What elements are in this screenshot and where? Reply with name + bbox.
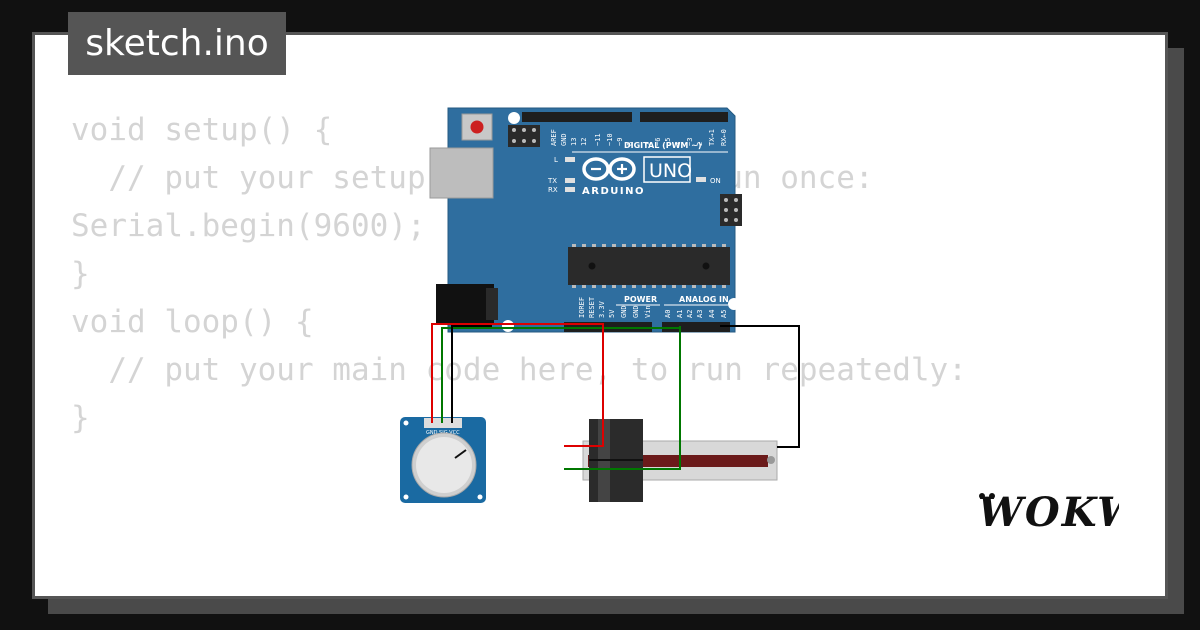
svg-text:~6: ~6 — [654, 138, 662, 146]
svg-text:GND: GND — [620, 305, 628, 318]
wire-5v-slider — [564, 326, 604, 447]
analog-header — [662, 322, 730, 332]
svg-text:A4: A4 — [708, 310, 716, 318]
svg-text:RX: RX — [548, 186, 558, 194]
mounting-hole — [508, 112, 520, 124]
digital-header-right — [640, 112, 728, 122]
svg-text:AREF: AREF — [550, 129, 558, 146]
svg-text:~3: ~3 — [686, 138, 694, 146]
svg-text:4: 4 — [674, 142, 682, 146]
svg-text:7: 7 — [644, 142, 652, 146]
svg-text:12: 12 — [580, 138, 588, 146]
arduino-uno-board[interactable]: AREF GND 13 12 ~11 ~10 ~9 8 7 ~6 ~5 4 ~3… — [429, 107, 742, 333]
wire-gnd-slider — [720, 325, 800, 448]
svg-text:WOKWi: WOKWi — [978, 489, 1119, 536]
analog-section-label: ANALOG IN — [679, 295, 729, 304]
svg-text:A3: A3 — [696, 310, 704, 318]
code-line: } — [71, 400, 90, 436]
wire-5v-rotary — [431, 323, 604, 423]
digital-section-label: DIGITAL (PWM ~) — [624, 141, 702, 150]
wokwi-logo: WOKWi — [978, 489, 1119, 536]
svg-text:~9: ~9 — [616, 138, 624, 146]
digital-pin-labels: AREF GND 13 12 ~11 ~10 ~9 8 7 ~6 ~5 4 ~3… — [550, 129, 728, 146]
svg-text:A1: A1 — [676, 310, 684, 318]
svg-text:3.3V: 3.3V — [598, 300, 606, 318]
logo-symbols — [591, 164, 627, 174]
digital-header-left — [522, 112, 632, 122]
svg-text:Vin: Vin — [644, 305, 652, 318]
mounting-hole — [728, 298, 740, 310]
svg-text:GND: GND — [560, 133, 568, 146]
status-leds: L TX RX ON — [547, 156, 721, 194]
svg-text:A2: A2 — [686, 310, 694, 318]
icsp-header — [508, 125, 540, 147]
svg-text:GND: GND — [632, 305, 640, 318]
svg-text:RESET: RESET — [588, 296, 596, 318]
svg-text:~11: ~11 — [594, 133, 602, 146]
reset-button[interactable] — [461, 113, 493, 141]
code-line: void loop() { — [71, 304, 314, 340]
power-pin-labels: IOREF RESET 3.3V 5V GND GND Vin — [578, 296, 652, 318]
svg-text:~5: ~5 — [664, 138, 672, 146]
wire-gnd-rotary — [451, 325, 492, 423]
atmega-chip — [568, 244, 730, 288]
uno-label: UNO — [649, 160, 692, 182]
pot-knob-indicator — [454, 449, 467, 459]
power-jack — [436, 284, 498, 324]
uno-badge — [643, 156, 691, 183]
mounting-hole — [502, 320, 514, 332]
icsp-header-right — [720, 194, 742, 226]
wires — [431, 323, 800, 470]
svg-text:5V: 5V — [608, 309, 616, 318]
svg-text:TX: TX — [547, 177, 557, 185]
svg-text:A5: A5 — [720, 310, 728, 318]
slide-potentiometer[interactable] — [582, 419, 778, 502]
svg-text:ON: ON — [710, 177, 721, 185]
svg-text:~10: ~10 — [606, 133, 614, 146]
svg-text:8: 8 — [626, 142, 634, 146]
svg-text:IOREF: IOREF — [578, 297, 586, 318]
svg-text:L: L — [554, 156, 558, 164]
file-title: sketch.ino — [68, 12, 286, 75]
arduino-infinity-logo — [582, 157, 636, 181]
svg-text:2: 2 — [696, 142, 704, 146]
svg-text:RX←0: RX←0 — [720, 129, 728, 146]
code-line: // put your main code here, to run repea… — [71, 352, 967, 388]
arduino-wordmark: ARDUINO — [582, 186, 645, 197]
code-line: Serial.begin(9600); — [71, 208, 426, 244]
analog-pin-labels: A0 A1 A2 A3 A4 A5 — [664, 310, 728, 318]
svg-text:13: 13 — [570, 138, 578, 146]
wire-a1-slider — [564, 326, 681, 470]
slider-screw — [767, 456, 775, 464]
power-section-label: POWER — [624, 295, 657, 304]
code-line: } — [71, 256, 90, 292]
usb-connector — [429, 147, 494, 199]
svg-text:TX→1: TX→1 — [708, 129, 716, 146]
wire-a0-rotary — [441, 326, 681, 423]
code-line: void setup() { — [71, 112, 333, 148]
svg-text:A0: A0 — [664, 310, 672, 318]
rotary-potentiometer[interactable]: GND SIG VCC — [400, 417, 486, 503]
